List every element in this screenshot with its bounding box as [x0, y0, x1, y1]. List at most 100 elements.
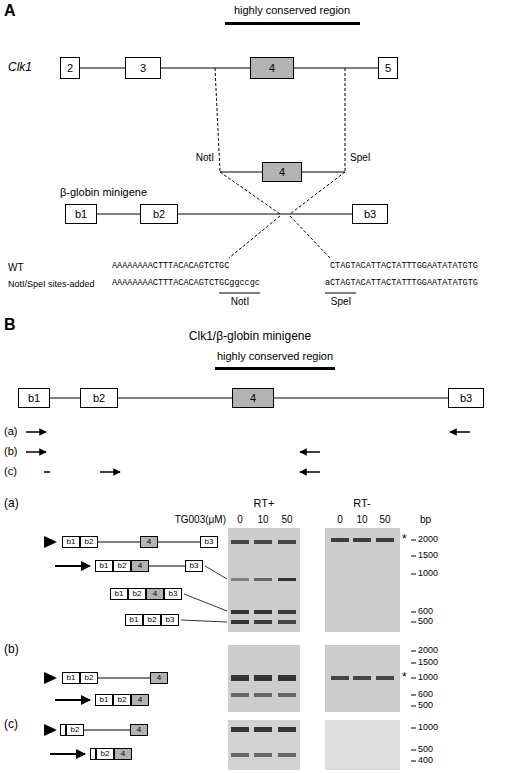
exon-number: 4: [138, 562, 142, 570]
gel-label: (b): [4, 643, 19, 657]
exon-number: b1: [28, 393, 40, 404]
exon-number: 4: [250, 393, 256, 404]
exon-number: b3: [460, 393, 472, 404]
exon-number: 4: [153, 590, 157, 598]
gene-name: Clk1: [8, 61, 32, 75]
region-label: highly conserved region: [234, 4, 350, 17]
exon-number: b1: [67, 674, 76, 682]
intron-line: [84, 730, 130, 731]
size-marker: 500: [418, 700, 433, 710]
sequence: aCTAGTACATTACTATTTGGAATATATGTG: [325, 279, 478, 289]
exon-box: b2: [113, 560, 131, 572]
size-marker: 2000: [418, 645, 438, 655]
intron-line: [274, 398, 448, 399]
exon-number: b3: [169, 590, 178, 598]
exon-number: b3: [166, 616, 175, 624]
band-mark: *: [402, 671, 407, 685]
exon-box: b1: [95, 560, 113, 572]
exon-number: b1: [100, 562, 109, 570]
exon-number: b1: [100, 696, 109, 704]
size-marker: 500: [418, 744, 433, 754]
exon-number: 4: [147, 538, 151, 546]
gel-image: [228, 528, 400, 770]
lane-label: 10: [257, 514, 268, 526]
intron-line: [178, 214, 352, 215]
exon-number: b2: [101, 750, 110, 758]
exon-number: 4: [138, 696, 142, 704]
site-label: NotI: [231, 296, 249, 308]
lane-label: 0: [337, 514, 343, 526]
primer-arrow: [26, 432, 470, 472]
exon-number: 3: [140, 63, 146, 74]
region-bar: [215, 22, 360, 370]
exon-number: b3: [205, 538, 214, 546]
sequence: AAAAAAAACTTTACACAGTCTGCggccgc: [112, 279, 260, 289]
exon-number: b2: [133, 590, 142, 598]
exon-box: b1: [62, 536, 80, 548]
exon-box: b3: [185, 560, 203, 572]
size-marker: 1500: [418, 550, 438, 560]
exon-number: b2: [148, 616, 157, 624]
intron-line: [98, 542, 140, 543]
primer-set-label: (b): [4, 445, 17, 458]
lane-label: 10: [356, 514, 367, 526]
band-mark: *: [402, 533, 407, 547]
site-label: SpeI: [331, 296, 352, 308]
size-marker: 500: [418, 616, 433, 626]
gel-band: [231, 538, 394, 757]
exon-number: b2: [93, 393, 105, 404]
site-label: SpeI: [350, 152, 371, 164]
exon-box: b2: [66, 724, 84, 736]
lane-label: 50: [281, 514, 292, 526]
exon-box: 4: [131, 694, 149, 706]
exon-number: b1: [67, 538, 76, 546]
exon-number: b2: [85, 674, 94, 682]
exon-box: 4: [140, 536, 158, 548]
size-marker: 1500: [418, 657, 438, 667]
size-marker: 1000: [418, 568, 438, 578]
exon-box: 5: [378, 57, 398, 79]
exon-number: b1: [130, 616, 139, 624]
exon-number: b2: [118, 696, 127, 704]
intron-line: [80, 68, 125, 69]
exon-box: 4: [232, 388, 274, 408]
insertion-guide: [215, 68, 345, 258]
lane-label: 0: [237, 514, 243, 526]
exon-number: 4: [157, 674, 161, 682]
sequence-name: WT: [8, 262, 24, 274]
exon-number: b2: [153, 209, 165, 220]
exon-box: b2: [80, 388, 118, 408]
marker-tick: [411, 540, 416, 761]
sequence: CTAGTACATTACTATTTGGAATATATGTG: [330, 262, 478, 272]
exon-number: 4: [279, 167, 285, 178]
exon-box: b2: [113, 694, 131, 706]
size-marker: 1000: [418, 672, 438, 682]
exon-box: b3: [164, 588, 182, 600]
exon-box: b3: [200, 536, 218, 548]
exon-number: b3: [364, 209, 376, 220]
exon-box: b2: [140, 204, 178, 224]
intron-line: [294, 68, 378, 69]
region-label: highly conserved region: [217, 350, 333, 363]
size-marker: 600: [418, 606, 433, 616]
intron-line: [158, 542, 200, 543]
exon-box: 4: [131, 560, 149, 572]
exon-number: 2: [67, 63, 73, 74]
exon-box: 4: [150, 672, 168, 684]
exon-box: b3: [352, 204, 388, 224]
exon-box: b2: [96, 748, 114, 760]
intron-line: [98, 678, 150, 679]
exon-box: b1: [62, 672, 80, 684]
exon-number: b2: [71, 726, 80, 734]
exon-box: 4: [250, 57, 294, 79]
primer-set-label: (c): [4, 465, 17, 478]
panel-letter: B: [4, 316, 16, 334]
exon-box: 4: [262, 162, 302, 182]
exon-box: b2: [80, 536, 98, 548]
site-underline: [219, 293, 356, 294]
exon-number: 5: [385, 63, 391, 74]
exon-box: 2: [60, 57, 80, 79]
size-marker: 1000: [418, 722, 438, 732]
